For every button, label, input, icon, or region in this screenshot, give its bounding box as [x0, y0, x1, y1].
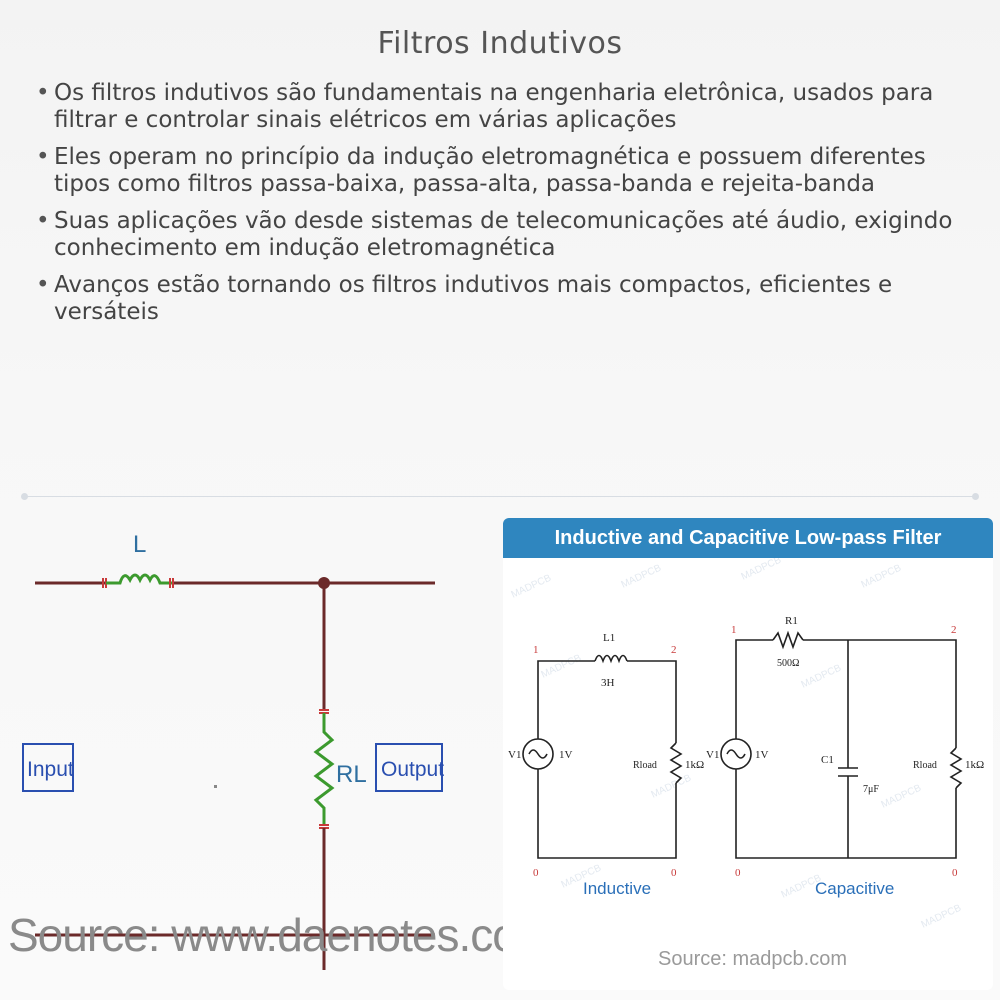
ind-load-label: Rload — [633, 760, 657, 771]
inductive-circuit — [522, 654, 683, 859]
bullet-text: Avanços estão tornando os filtros induti… — [54, 272, 893, 325]
source-credit-right: Source: madpcb.com — [658, 948, 847, 970]
rl-circuit-diagram: L RL Input Output — [22, 531, 444, 970]
cap-load-value: 1kΩ — [965, 759, 984, 771]
bullet-item: •Os filtros indutivos são fundamentais n… — [30, 80, 960, 134]
ind-load-value: 1kΩ — [685, 759, 704, 771]
cap-resistor-value: 500Ω — [777, 658, 799, 669]
bullet-item: •Suas aplicações vão desde sistemas de t… — [30, 208, 960, 262]
ind-inductor-label: L1 — [603, 632, 615, 644]
stray-dot — [214, 785, 217, 788]
ind-inductor-value: 3H — [601, 677, 615, 689]
cap-node-1: 1 — [731, 624, 737, 636]
inductive-caption: Inductive — [583, 879, 651, 898]
lowpass-filter-image: Inductive and Capacitive Low-pass Filter… — [503, 518, 993, 990]
cap-cap-value: 7μF — [863, 784, 879, 795]
section-divider — [21, 493, 979, 500]
rl-circuit-image: L RL Input Output Source: www.daenotes.c… — [0, 520, 555, 990]
svg-text:MADPCB: MADPCB — [620, 563, 664, 591]
input-box — [22, 743, 74, 792]
svg-text:MADPCB: MADPCB — [800, 663, 844, 691]
ind-source-label: V1 — [508, 749, 521, 761]
cap-node-0a: 0 — [735, 867, 741, 879]
inductor-label: L — [133, 531, 146, 558]
resistor-label: RL — [336, 761, 367, 788]
svg-text:MADPCB: MADPCB — [510, 573, 554, 601]
cap-cap-label: C1 — [821, 754, 834, 766]
inductor-symbol — [102, 573, 174, 588]
bullet-list: •Os filtros indutivos são fundamentais n… — [30, 80, 960, 336]
svg-text:MADPCB: MADPCB — [880, 783, 924, 811]
ind-node-2: 2 — [671, 644, 677, 656]
cap-resistor-label: R1 — [785, 615, 798, 627]
svg-text:MADPCB: MADPCB — [650, 773, 694, 801]
bullet-dot: • — [36, 272, 50, 298]
cap-source-value: 1V — [755, 749, 769, 761]
bullet-dot: • — [36, 144, 50, 170]
svg-text:MADPCB: MADPCB — [860, 563, 904, 591]
ind-node-0a: 0 — [533, 867, 539, 879]
svg-text:MADPCB: MADPCB — [920, 903, 964, 931]
bullet-text: Os filtros indutivos são fundamentais na… — [54, 80, 934, 133]
ind-source-value: 1V — [559, 749, 573, 761]
svg-text:MADPCB: MADPCB — [740, 558, 784, 583]
bullet-dot: • — [36, 80, 50, 106]
cap-node-0b: 0 — [952, 867, 958, 879]
bullet-item: •Avanços estão tornando os filtros indut… — [30, 272, 960, 326]
bullet-text: Eles operam no princípio da indução elet… — [54, 144, 926, 197]
cap-load-label: Rload — [913, 760, 937, 771]
output-box — [375, 743, 443, 792]
output-label: Output — [381, 758, 444, 781]
slide-title: Filtros Indutivos — [377, 26, 623, 61]
cap-node-2: 2 — [951, 624, 957, 636]
cap-source-label: V1 — [706, 749, 719, 761]
bullet-item: •Eles operam no princípio da indução ele… — [30, 144, 960, 198]
lowpass-header: Inductive and Capacitive Low-pass Filter — [503, 518, 993, 558]
source-credit-left: Source: www.daenotes.com — [8, 909, 555, 961]
ind-node-1: 1 — [533, 644, 539, 656]
lowpass-diagram: MADPCB MADPCB MADPCB MADPCB MADPCB MADPC… — [508, 558, 984, 931]
capacitive-caption: Capacitive — [815, 879, 894, 898]
bullet-dot: • — [36, 208, 50, 234]
ind-node-0b: 0 — [671, 867, 677, 879]
svg-text:MADPCB: MADPCB — [540, 653, 584, 681]
input-label: Input — [27, 758, 74, 781]
resistor-symbol — [313, 709, 335, 829]
bullet-text: Suas aplicações vão desde sistemas de te… — [54, 208, 953, 261]
capacitive-circuit — [720, 630, 963, 859]
